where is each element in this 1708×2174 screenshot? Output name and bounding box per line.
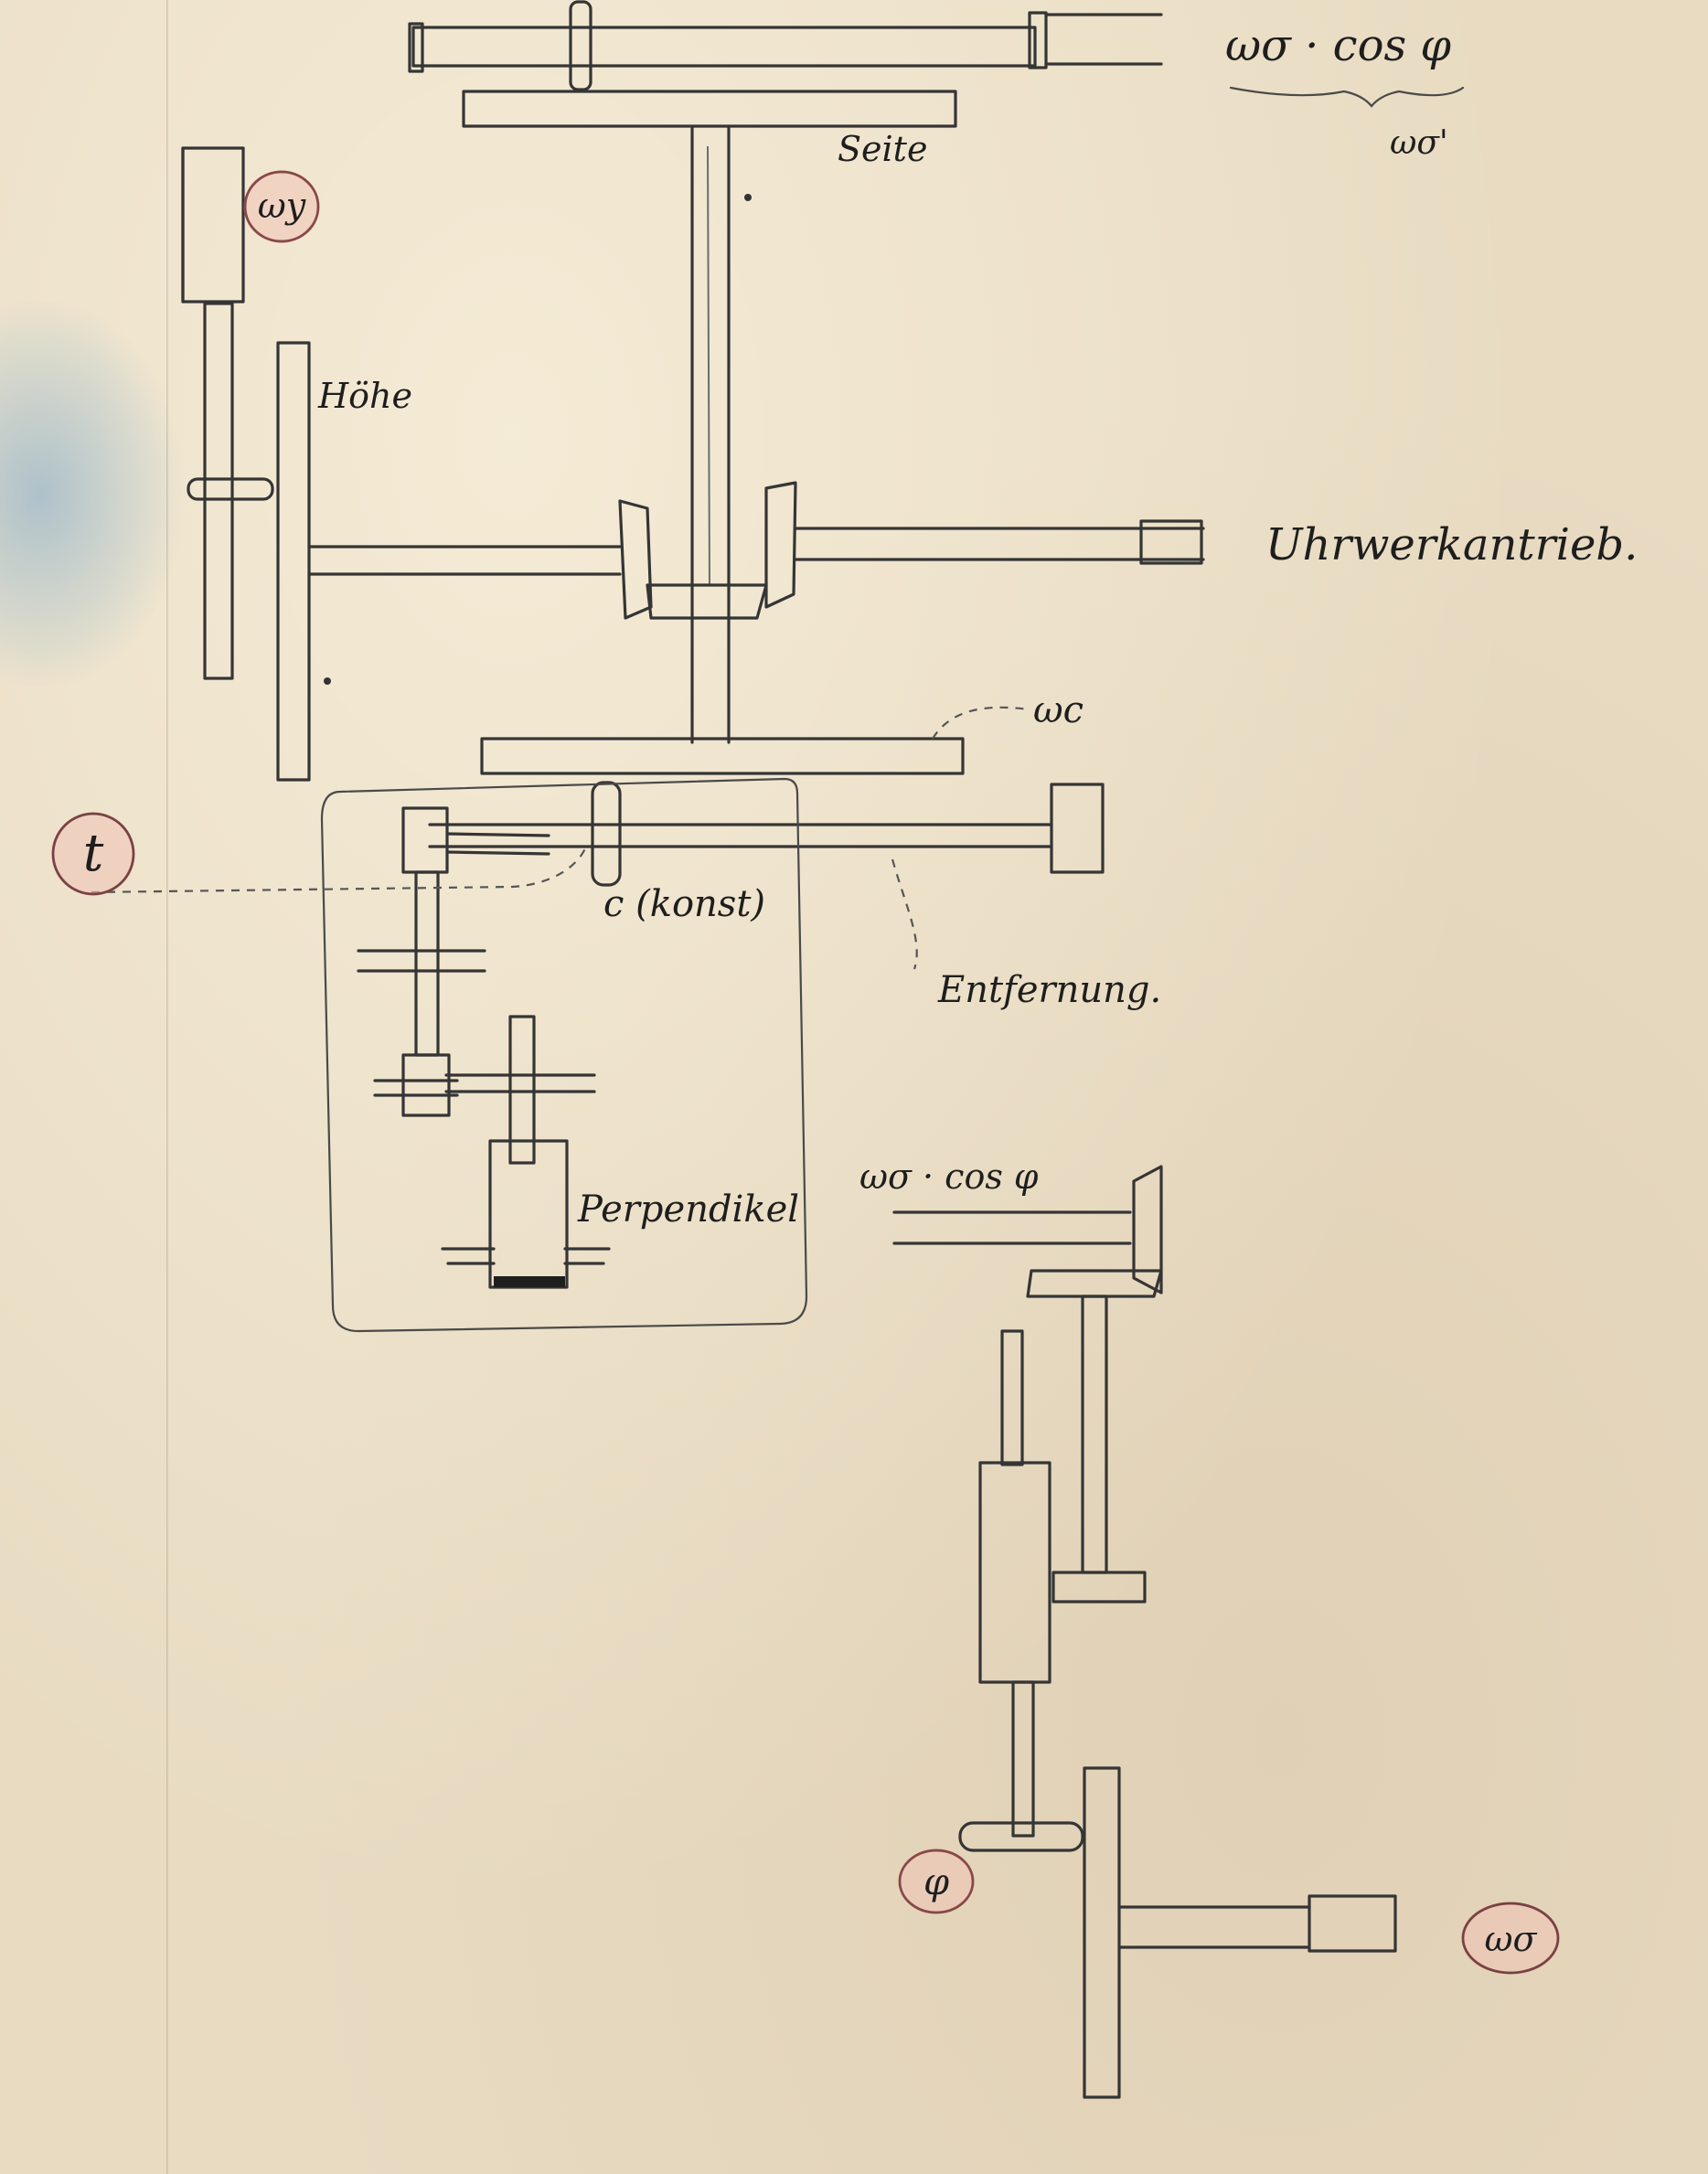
distance-shaft bbox=[428, 781, 1105, 887]
pendulum-box bbox=[320, 777, 808, 1333]
label-uhrwerkantrieb: Uhrwerkantrieb. bbox=[1265, 519, 1638, 570]
marker-omega-sigma: ωσ bbox=[1461, 1902, 1560, 1975]
phi-disk-and-shaft bbox=[1083, 1766, 1397, 2099]
horizontal-drive-shaft bbox=[307, 519, 1205, 576]
marker-phi: φ bbox=[898, 1849, 975, 1914]
omega-c-leader bbox=[932, 706, 1030, 740]
marker-omega-y: ωy bbox=[243, 170, 320, 243]
label-omega-sigma-cos-top: ωσ · cos φ bbox=[1225, 20, 1451, 71]
top-lead-screw bbox=[408, 0, 1163, 91]
pendulum-gear-train bbox=[357, 806, 596, 1117]
label-entfernung: Entfernung. bbox=[937, 969, 1161, 1011]
marker-omega-y-text: ωy bbox=[258, 186, 306, 226]
brace-underline bbox=[1229, 86, 1465, 108]
t-leader bbox=[91, 847, 587, 894]
cos-cylinder-slide bbox=[958, 1329, 1084, 1852]
marker-omega-sigma-text: ωσ bbox=[1485, 1919, 1538, 1959]
water-stain bbox=[0, 302, 183, 686]
bevel-gear-bottom bbox=[646, 583, 768, 620]
marker-t-text: t bbox=[83, 824, 104, 883]
integrator-disk bbox=[480, 737, 965, 775]
label-omega-c: ωc bbox=[1033, 689, 1084, 731]
bevel-gear-right bbox=[764, 481, 797, 609]
marker-phi-text: φ bbox=[923, 1861, 949, 1903]
label-hoehe: Höhe bbox=[317, 376, 412, 416]
label-konst: c (konst) bbox=[603, 883, 765, 925]
vertical-main-shaft bbox=[690, 124, 752, 744]
label-omega-sigma-cos-mid: ωσ · cos φ bbox=[859, 1156, 1039, 1197]
label-omega-sigma-prime: ωσ' bbox=[1390, 124, 1448, 162]
paper-fold-line bbox=[166, 0, 169, 2174]
marker-t: t bbox=[51, 812, 135, 896]
cos-bevel-gears bbox=[892, 1165, 1163, 1604]
height-screw-assembly bbox=[181, 146, 331, 782]
entfernung-leader bbox=[891, 858, 918, 970]
perpendikel-pendulum bbox=[441, 1015, 611, 1289]
label-perpendikel: Perpendikel bbox=[577, 1188, 799, 1231]
label-seite: Seite bbox=[838, 129, 927, 169]
side-wheel bbox=[462, 90, 957, 128]
bevel-gear-left bbox=[618, 499, 653, 620]
